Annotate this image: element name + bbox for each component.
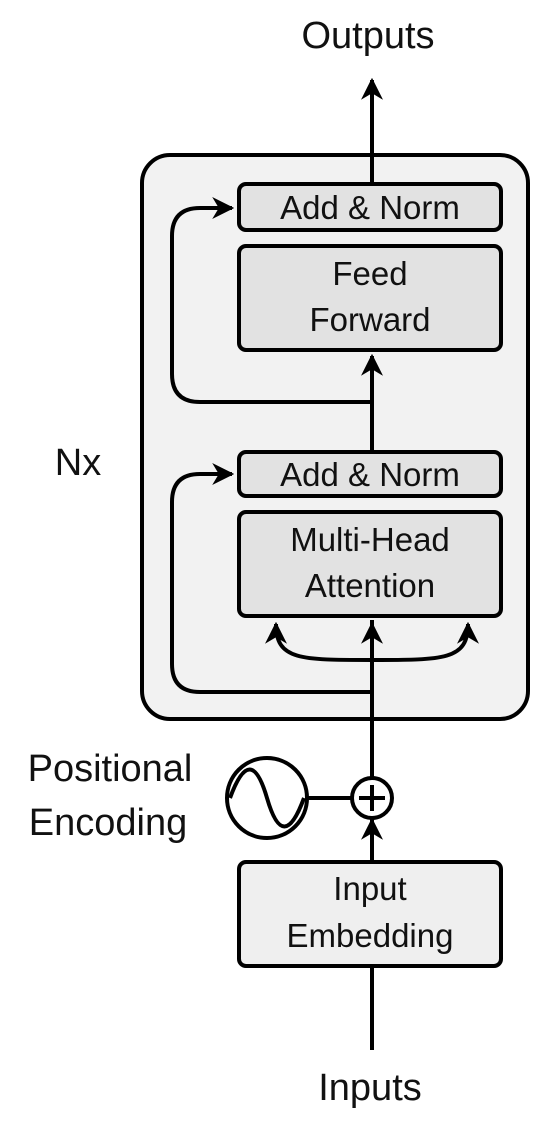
residual-connection-feedforward: [170, 197, 372, 404]
attention-left-branch-arrow: [265, 621, 373, 662]
inputs-label: Inputs: [318, 1067, 422, 1109]
multi-head-attention-label-line2: Attention: [305, 567, 435, 604]
input-embedding-label-line1: Input: [333, 870, 406, 907]
feed-forward-label-line1: Feed: [332, 255, 407, 292]
input-embedding-block: [237, 860, 503, 968]
multi-head-attention-block: [237, 510, 503, 618]
add-norm-bottom-label: Add & Norm: [280, 456, 460, 493]
positional-encoding-label-line1: Positional: [28, 748, 193, 790]
input-embedding-label-line2: Embedding: [287, 917, 454, 954]
feed-forward-block: [237, 244, 503, 352]
residual-connection-attention: [170, 463, 372, 694]
add-norm-bottom-block: [237, 450, 503, 498]
add-norm-top-block: [237, 182, 503, 232]
repeat-count-label: Nx: [55, 442, 101, 484]
outputs-label: Outputs: [301, 15, 434, 57]
add-norm-top-label: Add & Norm: [280, 189, 460, 226]
encoder-layer-container: [140, 153, 530, 721]
positional-encoding-label-line2: Encoding: [29, 802, 187, 844]
multi-head-attention-label-line1: Multi-Head: [290, 521, 450, 558]
attention-right-branch-arrow: [371, 621, 479, 662]
feed-forward-label-line2: Forward: [309, 301, 430, 338]
sine-wave-curve: [228, 767, 306, 829]
